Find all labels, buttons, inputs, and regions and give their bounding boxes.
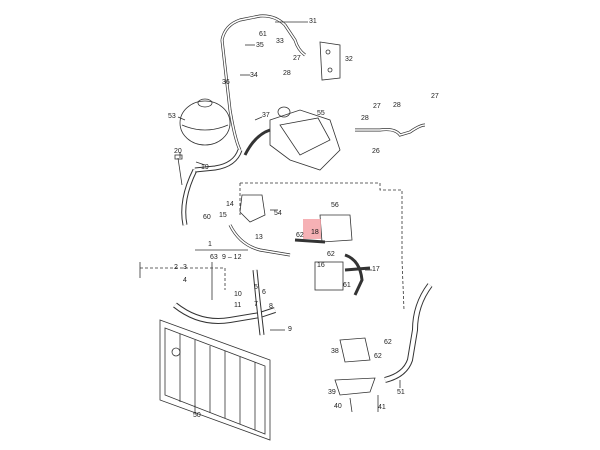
callout-26[interactable]: 26 [372, 148, 380, 155]
radiator-50 [159, 319, 271, 441]
hose-upper-inner [194, 149, 242, 172]
callout-28-mid[interactable]: 28 [361, 115, 369, 122]
callout-20[interactable]: 20 [174, 148, 182, 155]
callout-15[interactable]: 15 [219, 212, 227, 219]
callout-27-mid[interactable]: 27 [373, 103, 381, 110]
callout-6[interactable]: 6 [262, 289, 266, 296]
hose-19-inner [182, 169, 197, 226]
callout-62-right-b[interactable]: 62 [374, 353, 382, 360]
pipe-vertical [220, 39, 242, 151]
radiator-core [164, 327, 266, 435]
callout-3[interactable]: 3 [183, 264, 187, 271]
callout-11[interactable]: 11 [234, 302, 242, 309]
callout-62-left[interactable]: 62 [296, 232, 304, 239]
callout-36[interactable]: 36 [222, 79, 230, 86]
highlight-part-18 [303, 219, 321, 239]
callout-62-right-a[interactable]: 62 [384, 339, 392, 346]
callout-27-top[interactable]: 27 [293, 55, 301, 62]
callout-19[interactable]: 19 [201, 164, 209, 171]
callout-33[interactable]: 33 [276, 38, 284, 45]
callout-50[interactable]: 50 [193, 412, 201, 419]
hose-13-inner [229, 224, 291, 256]
callout-7[interactable]: 7 [254, 301, 258, 308]
callout-9-12[interactable]: 9 – 12 [222, 254, 242, 261]
callout-60[interactable]: 60 [203, 214, 211, 221]
callout-34[interactable]: 34 [250, 72, 258, 79]
callout-56[interactable]: 56 [331, 202, 339, 209]
callout-61-top[interactable]: 61 [259, 31, 267, 38]
callout-14[interactable]: 14 [226, 201, 234, 208]
callout-8[interactable]: 8 [269, 303, 273, 310]
callout-55[interactable]: 55 [317, 110, 325, 117]
cooler-16 [314, 261, 344, 291]
callout-37[interactable]: 37 [262, 112, 270, 119]
callout-53[interactable]: 53 [168, 113, 176, 120]
hose-18 [294, 238, 326, 244]
pipe-31-inner [221, 15, 306, 56]
callout-54[interactable]: 54 [274, 210, 282, 217]
pump-54 [239, 194, 266, 223]
pipe-vertical-inner [221, 39, 241, 151]
callout-61-mid[interactable]: 61 [343, 282, 351, 289]
callout-4[interactable]: 4 [183, 277, 187, 284]
bracket-32 [319, 41, 341, 81]
radiator-hose-vert-inner [253, 269, 264, 336]
bolt-hole-32a [325, 49, 331, 55]
housing-55-flange [279, 117, 331, 156]
radiator-cap [171, 347, 181, 357]
callout-1[interactable]: 1 [208, 241, 212, 248]
callout-62-mid[interactable]: 62 [327, 251, 335, 258]
callout-63[interactable]: 63 [210, 254, 218, 261]
callout-35[interactable]: 35 [256, 42, 264, 49]
callout-31[interactable]: 31 [309, 18, 317, 25]
housing-55 [269, 109, 341, 171]
bolt-20 [177, 157, 183, 186]
callout-27-right[interactable]: 27 [431, 93, 439, 100]
callout-17[interactable]: 17 [372, 266, 380, 273]
radiator-hose-lower-inner [173, 303, 276, 323]
callout-32[interactable]: 32 [345, 56, 353, 63]
tank-band [181, 124, 229, 131]
callout-5[interactable]: 5 [254, 284, 258, 291]
assembly-outline-lower [140, 267, 226, 290]
hose-17 [344, 266, 371, 272]
expansion-tank-53 [179, 100, 231, 146]
callout-40[interactable]: 40 [334, 403, 342, 410]
housing-inlet [277, 106, 291, 118]
callout-51[interactable]: 51 [397, 389, 405, 396]
callout-16[interactable]: 16 [317, 262, 325, 269]
callout-41[interactable]: 41 [378, 404, 386, 411]
callout-9[interactable]: 9 [288, 326, 292, 333]
assembly-outline [240, 182, 405, 311]
hose-37 [243, 128, 271, 156]
callout-28-top[interactable]: 28 [283, 70, 291, 77]
callout-18[interactable]: 18 [311, 229, 319, 236]
bracket-39 [334, 377, 376, 396]
bolt-20-head [174, 154, 183, 160]
callout-28-right[interactable]: 28 [393, 102, 401, 109]
tank-cap [197, 98, 213, 108]
hose-group [344, 253, 364, 296]
callout-13[interactable]: 13 [255, 234, 263, 241]
callout-10[interactable]: 10 [234, 291, 242, 298]
pump-38 [339, 337, 371, 363]
hose-51-inner [384, 283, 432, 382]
callout-2[interactable]: 2 [174, 264, 178, 271]
callout-39[interactable]: 39 [328, 389, 336, 396]
bolt-40 [349, 397, 353, 413]
bolt-hole-32b [327, 67, 333, 73]
pipe-right-inner [355, 124, 426, 136]
callout-38[interactable]: 38 [331, 348, 339, 355]
valve-56 [319, 214, 353, 243]
